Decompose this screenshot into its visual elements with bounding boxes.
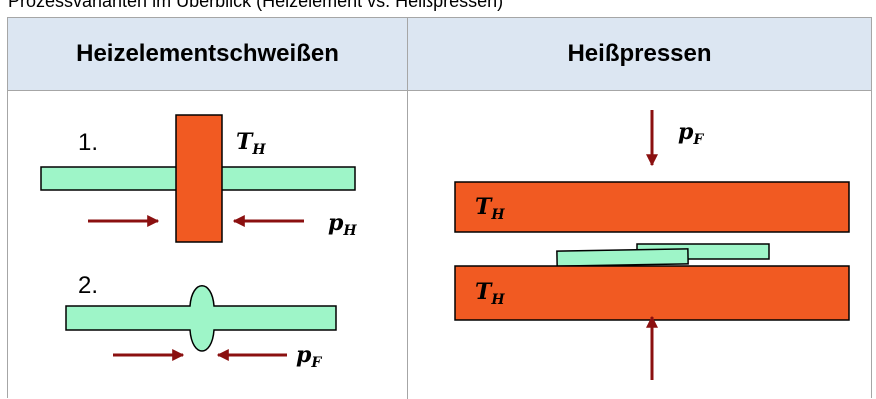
step2-joined-part [65,285,337,352]
column-divider [407,18,408,399]
clipped-caption: Prozessvarianten im Überblick (Heizeleme… [8,0,504,11]
comparison-table: Heizelementschweißen Heißpressen [7,17,872,399]
step-1-number: 1. [78,129,98,156]
header-heated-tool-welding: Heizelementschweißen [8,18,407,91]
top-heated-plate [454,181,850,233]
lower-foil [556,248,689,267]
top-plate-label: TH [475,194,505,223]
bottom-heated-plate [454,265,850,321]
step1-heat-label: TH [236,129,266,158]
force-label: pF [678,119,704,148]
bottom-plate-label: TH [475,279,505,308]
step1-pressure-label: pH [328,210,357,239]
step2-pressure-label: pF [296,342,322,371]
step-2-number: 2. [78,272,98,299]
step1-heater [175,114,223,243]
header-hot-pressing: Heißpressen [408,18,871,91]
